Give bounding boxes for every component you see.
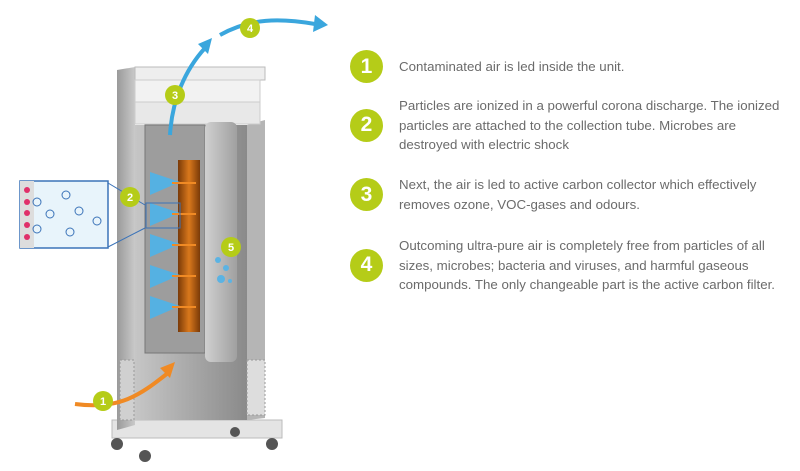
step-description: Contaminated air is led inside the unit. bbox=[399, 58, 625, 74]
ionization-inset bbox=[19, 180, 181, 249]
svg-text:3: 3 bbox=[172, 90, 178, 102]
air-in-arrow bbox=[74, 371, 170, 408]
step-2: 2 Particles are ionized in a powerful co… bbox=[350, 96, 789, 155]
air-out-arrow bbox=[168, 18, 316, 136]
svg-text:4: 4 bbox=[247, 23, 254, 35]
step-number-badge: 1 bbox=[350, 50, 383, 83]
step-number-badge: 2 bbox=[350, 108, 383, 142]
callout-2: 2 bbox=[120, 187, 140, 207]
step-4: 4 Outcoming ultra-pure air is completely… bbox=[350, 236, 789, 295]
step-description: Particles are ionized in a powerful coro… bbox=[399, 98, 780, 152]
air-purifier-illustration: 1 2 3 4 5 bbox=[19, 15, 328, 462]
ionization-streams bbox=[150, 172, 196, 319]
svg-text:2: 2 bbox=[127, 192, 133, 204]
step-number-badge: 3 bbox=[350, 178, 383, 211]
step-1: 1 Contaminated air is led inside the uni… bbox=[350, 50, 789, 83]
air-in-arrowhead bbox=[160, 362, 175, 378]
callout-1: 1 bbox=[93, 391, 113, 411]
stand bbox=[111, 419, 283, 462]
water-drops-icon bbox=[215, 257, 232, 283]
svg-text:5: 5 bbox=[228, 242, 234, 254]
callout-4: 4 bbox=[240, 18, 260, 38]
step-description: Next, the air is led to active carbon co… bbox=[399, 177, 757, 212]
step-description: Outcoming ultra-pure air is completely f… bbox=[399, 238, 775, 292]
step-number-badge: 4 bbox=[350, 248, 383, 282]
air-out-arrowhead-2 bbox=[313, 15, 328, 32]
callout-5: 5 bbox=[221, 237, 241, 257]
step-3: 3 Next, the air is led to active carbon … bbox=[350, 175, 789, 214]
callout-3: 3 bbox=[165, 85, 185, 105]
svg-text:1: 1 bbox=[100, 396, 106, 408]
air-out-arrowhead-1 bbox=[198, 38, 212, 54]
